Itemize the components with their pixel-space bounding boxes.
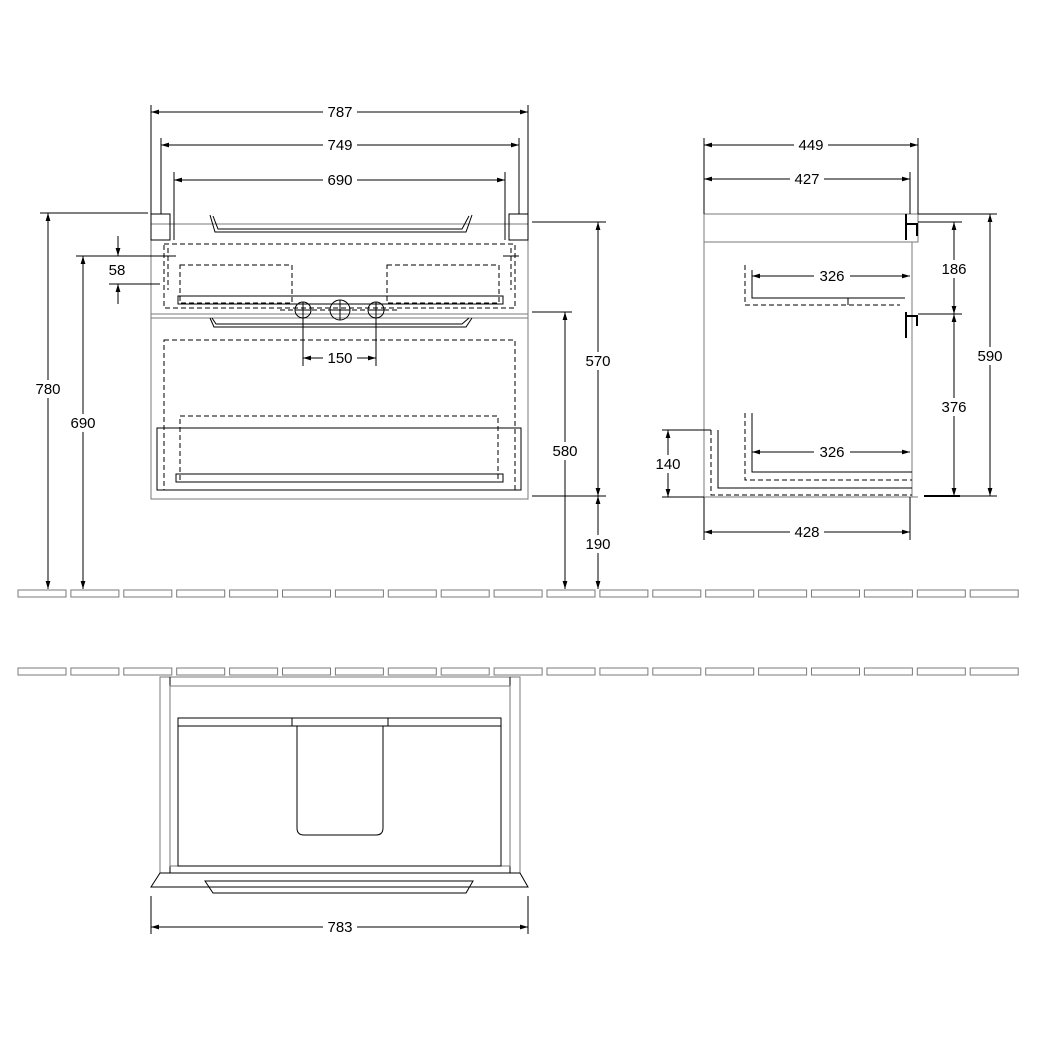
floor-tile — [70, 589, 120, 598]
side-lower-drawer — [744, 413, 912, 481]
floor-tile — [493, 667, 543, 676]
floor-tile — [546, 667, 596, 676]
floor-tile — [969, 667, 1019, 676]
floor-tile — [282, 589, 331, 598]
floor-tile — [440, 589, 490, 598]
dim-186: 186 — [941, 261, 966, 278]
floor-tile — [652, 589, 702, 598]
floor-tile — [705, 589, 755, 598]
floor-tile — [652, 667, 702, 676]
floor-tile — [176, 589, 226, 598]
floor-tile — [863, 667, 913, 676]
floor-line-bottom — [17, 667, 1019, 676]
floor-tile — [282, 667, 331, 676]
dim-570: 570 — [585, 353, 610, 370]
plan-handle — [204, 880, 474, 894]
dim-150: 150 — [327, 350, 352, 367]
floor-tile — [599, 667, 649, 676]
plan-basin — [177, 717, 502, 867]
floor-tile — [229, 667, 279, 676]
dim-326-top: 326 — [819, 268, 844, 285]
floor-tile — [863, 589, 913, 598]
floor-tile — [17, 589, 67, 598]
floor-tile — [70, 667, 120, 676]
floor-tile — [758, 589, 808, 598]
dim-787: 787 — [327, 104, 352, 121]
dim-58: 58 — [109, 262, 126, 279]
dim-190: 190 — [585, 536, 610, 553]
floor-tile — [17, 667, 67, 676]
floor-tile — [705, 667, 755, 676]
floor-tile — [916, 589, 966, 598]
dim-326-bottom: 326 — [819, 444, 844, 461]
floor-tile — [811, 589, 860, 598]
floor-tile — [387, 667, 437, 676]
floor-tile — [916, 667, 966, 676]
dim-783: 783 — [327, 919, 352, 936]
dim-749: 749 — [327, 137, 352, 154]
floor-tile — [969, 589, 1019, 598]
dim-427: 427 — [794, 171, 819, 188]
floor-tile — [440, 667, 490, 676]
dim-780: 780 — [35, 381, 60, 398]
dim-590: 590 — [977, 348, 1002, 365]
floor-tile — [387, 589, 437, 598]
cabinet-body — [150, 223, 529, 500]
floor-tile — [811, 667, 860, 676]
side-view: 449 427 326 326 140 428 186 376 — [650, 136, 1008, 541]
dim-376: 376 — [941, 399, 966, 416]
front-view: 787 749 690 780 690 58 150 570 — [30, 103, 616, 589]
floor-tile — [123, 667, 173, 676]
pipe-connections — [280, 299, 400, 321]
floor-tile — [334, 589, 384, 598]
dim-580: 580 — [552, 443, 577, 460]
plan-siphon-cutout — [296, 726, 384, 836]
floor-tile — [334, 667, 384, 676]
floor-tile — [546, 589, 596, 598]
floor-tile — [758, 667, 808, 676]
floor-tile — [176, 667, 226, 676]
floor-tile — [229, 589, 279, 598]
dim-690-left: 690 — [70, 415, 95, 432]
floor-tile — [123, 589, 173, 598]
side-top — [703, 213, 919, 243]
dim-428: 428 — [794, 524, 819, 541]
dim-449: 449 — [798, 137, 823, 154]
plan-view: 783 — [150, 676, 529, 936]
floor-tile — [599, 589, 649, 598]
upper-drawer-outline — [163, 243, 516, 309]
dim-140: 140 — [655, 456, 680, 473]
dim-690-top: 690 — [327, 172, 352, 189]
basin-top — [150, 213, 529, 241]
plan-outer — [159, 676, 521, 874]
side-upper-drawer — [744, 265, 900, 306]
floor-tile — [493, 589, 543, 598]
floor-line-top — [17, 589, 1019, 598]
